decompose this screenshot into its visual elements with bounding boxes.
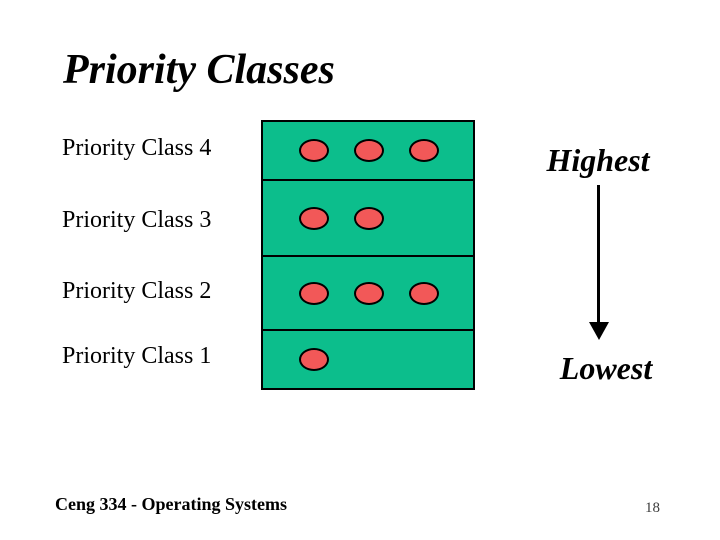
footer-course-label: Ceng 334 - Operating Systems (55, 494, 287, 514)
process-oval (299, 348, 329, 371)
process-oval (409, 281, 439, 305)
process-oval (299, 281, 329, 305)
process-oval (354, 281, 384, 305)
highest-priority-label: Highest (546, 142, 650, 178)
priority-arrow-line (597, 185, 600, 322)
priority-class-2-label: Priority Class 2 (62, 278, 212, 304)
priority-class-1-label: Priority Class 1 (62, 343, 212, 369)
priority-class-4-label: Priority Class 4 (62, 135, 212, 161)
process-oval (409, 139, 439, 162)
process-oval (354, 206, 384, 230)
page-number: 18 (645, 500, 660, 516)
slide-title: Priority Classes (63, 47, 335, 93)
queue-divider (263, 179, 473, 181)
queue-divider (263, 329, 473, 331)
process-oval (354, 139, 384, 162)
priority-class-3-label: Priority Class 3 (62, 207, 212, 233)
queue-row-class-2 (263, 257, 473, 329)
process-oval (299, 139, 329, 162)
queue-row-class-3 (263, 181, 473, 255)
process-oval (299, 206, 329, 230)
queue-row-class-1 (263, 331, 473, 388)
lowest-priority-label: Lowest (559, 350, 653, 386)
priority-arrow-head-icon (589, 322, 609, 340)
queue-divider (263, 255, 473, 257)
priority-queue-box (261, 120, 475, 390)
queue-row-class-4 (263, 122, 473, 179)
